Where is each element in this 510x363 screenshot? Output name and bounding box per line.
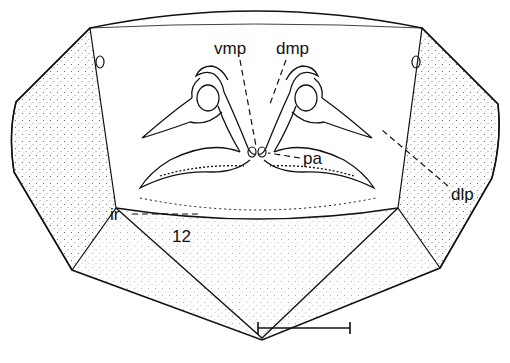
part-label: ir xyxy=(110,206,119,223)
part-label: dmp xyxy=(276,40,309,57)
part-label: pa xyxy=(303,150,322,167)
part-label: vmp xyxy=(214,40,246,57)
part-label: 12 xyxy=(172,228,191,245)
part-label: dlp xyxy=(451,186,474,203)
